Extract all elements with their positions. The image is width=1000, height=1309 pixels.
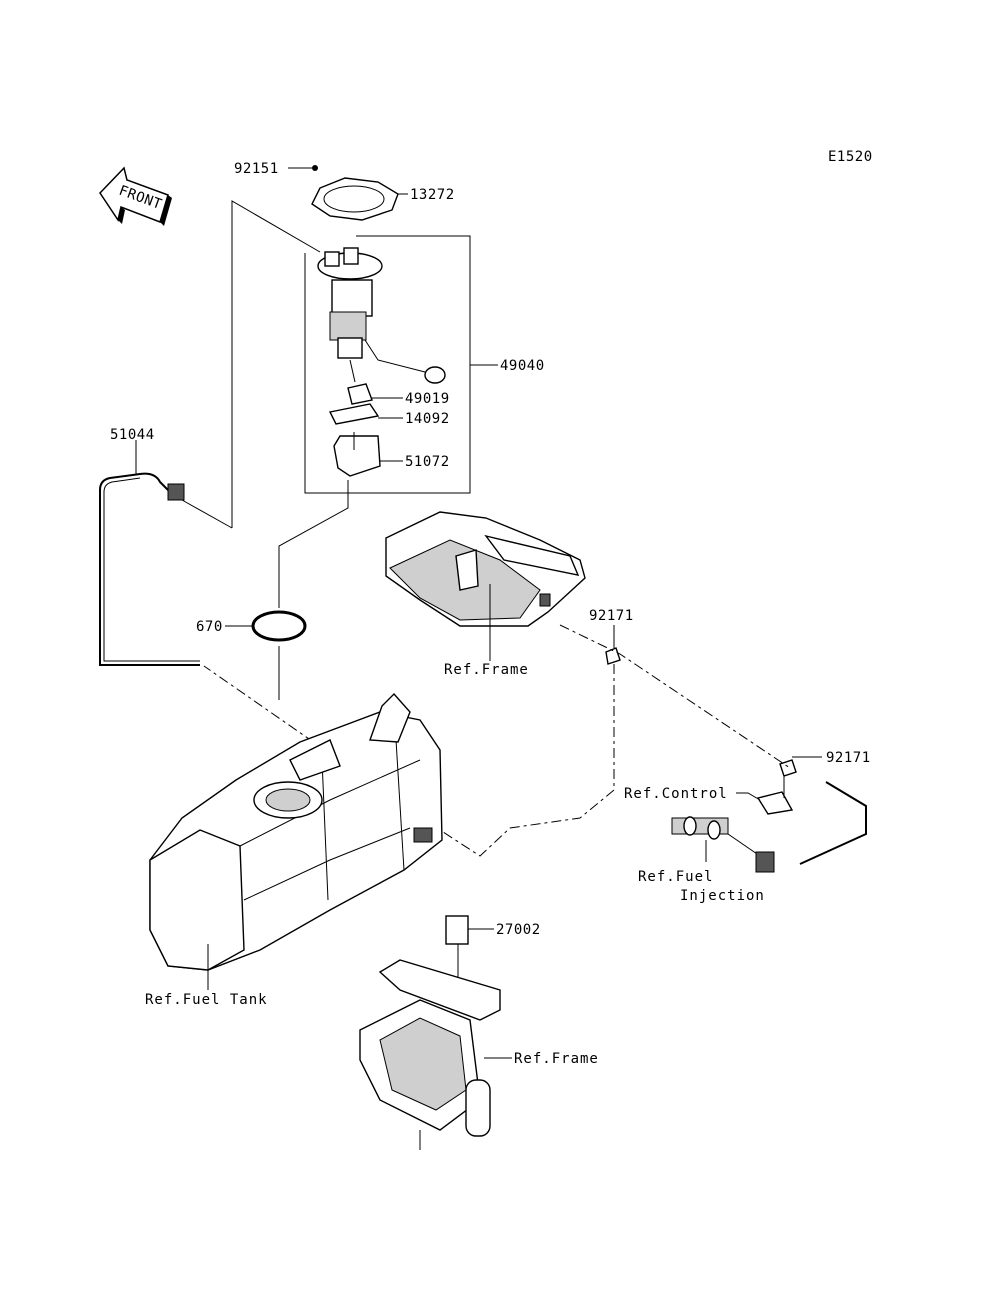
label-51044: 51044 bbox=[110, 427, 155, 443]
control-bracket bbox=[736, 776, 794, 815]
label-51072: 51072 bbox=[405, 454, 450, 470]
part-670-o-ring bbox=[225, 610, 307, 642]
ref-frame-lower: Ref.Frame bbox=[514, 1051, 599, 1067]
part-49040-fuel-pump bbox=[317, 247, 446, 384]
pump-assembly-bracket bbox=[304, 235, 498, 494]
diagram-code: E1520 bbox=[828, 149, 873, 165]
part-92151-bolt bbox=[288, 165, 318, 171]
fuel-tank-illustration bbox=[149, 692, 443, 990]
label-14092: 14092 bbox=[405, 411, 450, 427]
part-92171-clip-a bbox=[605, 625, 621, 665]
part-13272-gasket bbox=[311, 177, 408, 221]
label-49040: 49040 bbox=[500, 358, 545, 374]
ref-control: Ref.Control bbox=[624, 786, 728, 802]
ref-fuel-injection-line1: Ref.Fuel bbox=[638, 869, 713, 885]
label-13272: 13272 bbox=[410, 187, 455, 203]
ref-fuel-injection-line2: Injection bbox=[680, 888, 765, 904]
part-14092-plate bbox=[328, 403, 403, 425]
label-27002: 27002 bbox=[496, 922, 541, 938]
part-51044-fuel-hose bbox=[99, 440, 233, 666]
ref-frame-upper: Ref.Frame bbox=[444, 662, 529, 678]
label-92171-a: 92171 bbox=[589, 608, 634, 624]
part-51072-cup bbox=[333, 432, 403, 477]
fuel-injection-assembly bbox=[671, 781, 867, 873]
label-92151: 92151 bbox=[234, 161, 279, 177]
part-92171-clip-b bbox=[779, 756, 822, 777]
front-arrow-icon: FRONT bbox=[99, 166, 172, 226]
part-49019-filter bbox=[347, 383, 403, 405]
lower-frame-illustration bbox=[359, 959, 512, 1150]
label-49019: 49019 bbox=[405, 391, 450, 407]
upper-frame-illustration bbox=[385, 511, 586, 627]
ref-fuel-tank: Ref.Fuel Tank bbox=[145, 992, 268, 1008]
label-670: 670 bbox=[196, 619, 223, 635]
label-92171-b: 92171 bbox=[826, 750, 871, 766]
